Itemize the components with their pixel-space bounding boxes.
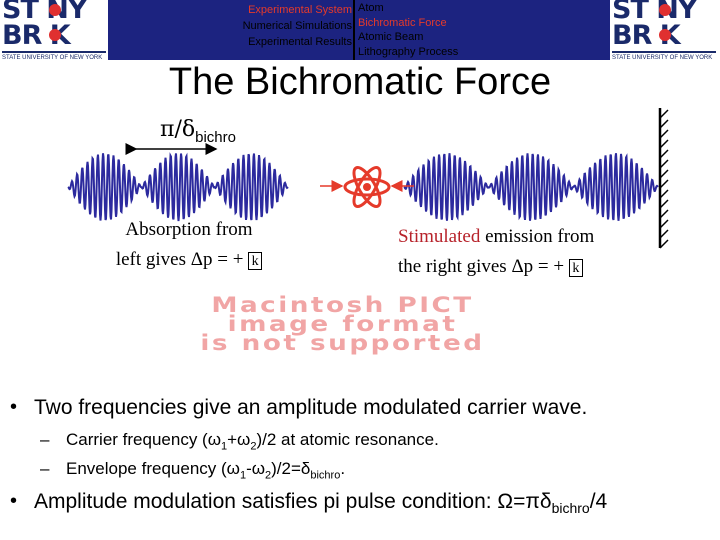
period-symbol: π/δ: [160, 117, 196, 142]
logo-subtitle: STATE UNIVERSITY OF NEW YORK: [2, 55, 103, 61]
logo-subtitle: STATE UNIVERSITY OF NEW YORK: [612, 55, 713, 61]
absorption-line1: Absorption from: [125, 219, 253, 240]
period-subscript: bichro: [195, 129, 236, 146]
logo-text-line1: ST NY: [2, 0, 87, 25]
stony-brook-logo-left: ST NY BR K STATE UNIVERSITY OF NEW YORK: [0, 0, 108, 64]
nav-experimental-results[interactable]: Experimental Results: [248, 36, 352, 48]
stimulated-caption: Stimulated emission from the right gives…: [398, 222, 668, 282]
bichromatic-diagram: [67, 108, 669, 249]
logo-text-line1: ST NY: [612, 0, 697, 25]
stimulated-line2: the right gives Δp = + k: [398, 252, 668, 282]
hbar-k-box: k: [248, 251, 263, 270]
nav-left-group: Experimental System Numerical Simulation…: [108, 0, 352, 50]
nav-bichromatic-force[interactable]: Bichromatic Force: [358, 16, 447, 29]
hbar-k-box: k: [568, 258, 583, 277]
nav-divider: [353, 0, 355, 60]
nav-bar: Experimental System Numerical Simulation…: [108, 0, 610, 60]
logo-dot-icon: [659, 4, 671, 16]
stimulated-line1: Stimulated emission from: [398, 226, 595, 247]
wave-right: [403, 153, 659, 221]
logo-dot-icon: [49, 4, 61, 16]
atom-icon: [320, 166, 414, 208]
logo-dot-icon: [659, 29, 671, 41]
absorption-line2: left gives Δp = + k: [84, 245, 294, 275]
nav-atomic-beam[interactable]: Atomic Beam: [358, 31, 424, 43]
logo-rule: [612, 51, 716, 53]
nav-atom[interactable]: Atom: [358, 2, 384, 14]
mirror-icon: [658, 108, 669, 249]
pict-placeholder: Macintosh PICT image format is not suppo…: [200, 293, 485, 355]
nav-experimental-system[interactable]: Experimental System: [248, 4, 352, 16]
nav-lithography-process[interactable]: Lithography Process: [358, 45, 459, 58]
nav-numerical-simulations[interactable]: Numerical Simulations: [242, 20, 352, 32]
wave-left: [67, 152, 289, 222]
nav-right-group: Atom Bichromatic Force Atomic Beam Litho…: [358, 0, 458, 59]
period-label: π/δbichro: [160, 117, 236, 146]
logo-rule: [2, 51, 106, 53]
logo-dot-icon: [49, 29, 61, 41]
stony-brook-logo-right: ST NY BR K STATE UNIVERSITY OF NEW YORK: [610, 0, 718, 64]
slide-title: The Bichromatic Force: [168, 61, 552, 103]
absorption-caption: Absorption from left gives Δp = + k: [84, 215, 294, 275]
